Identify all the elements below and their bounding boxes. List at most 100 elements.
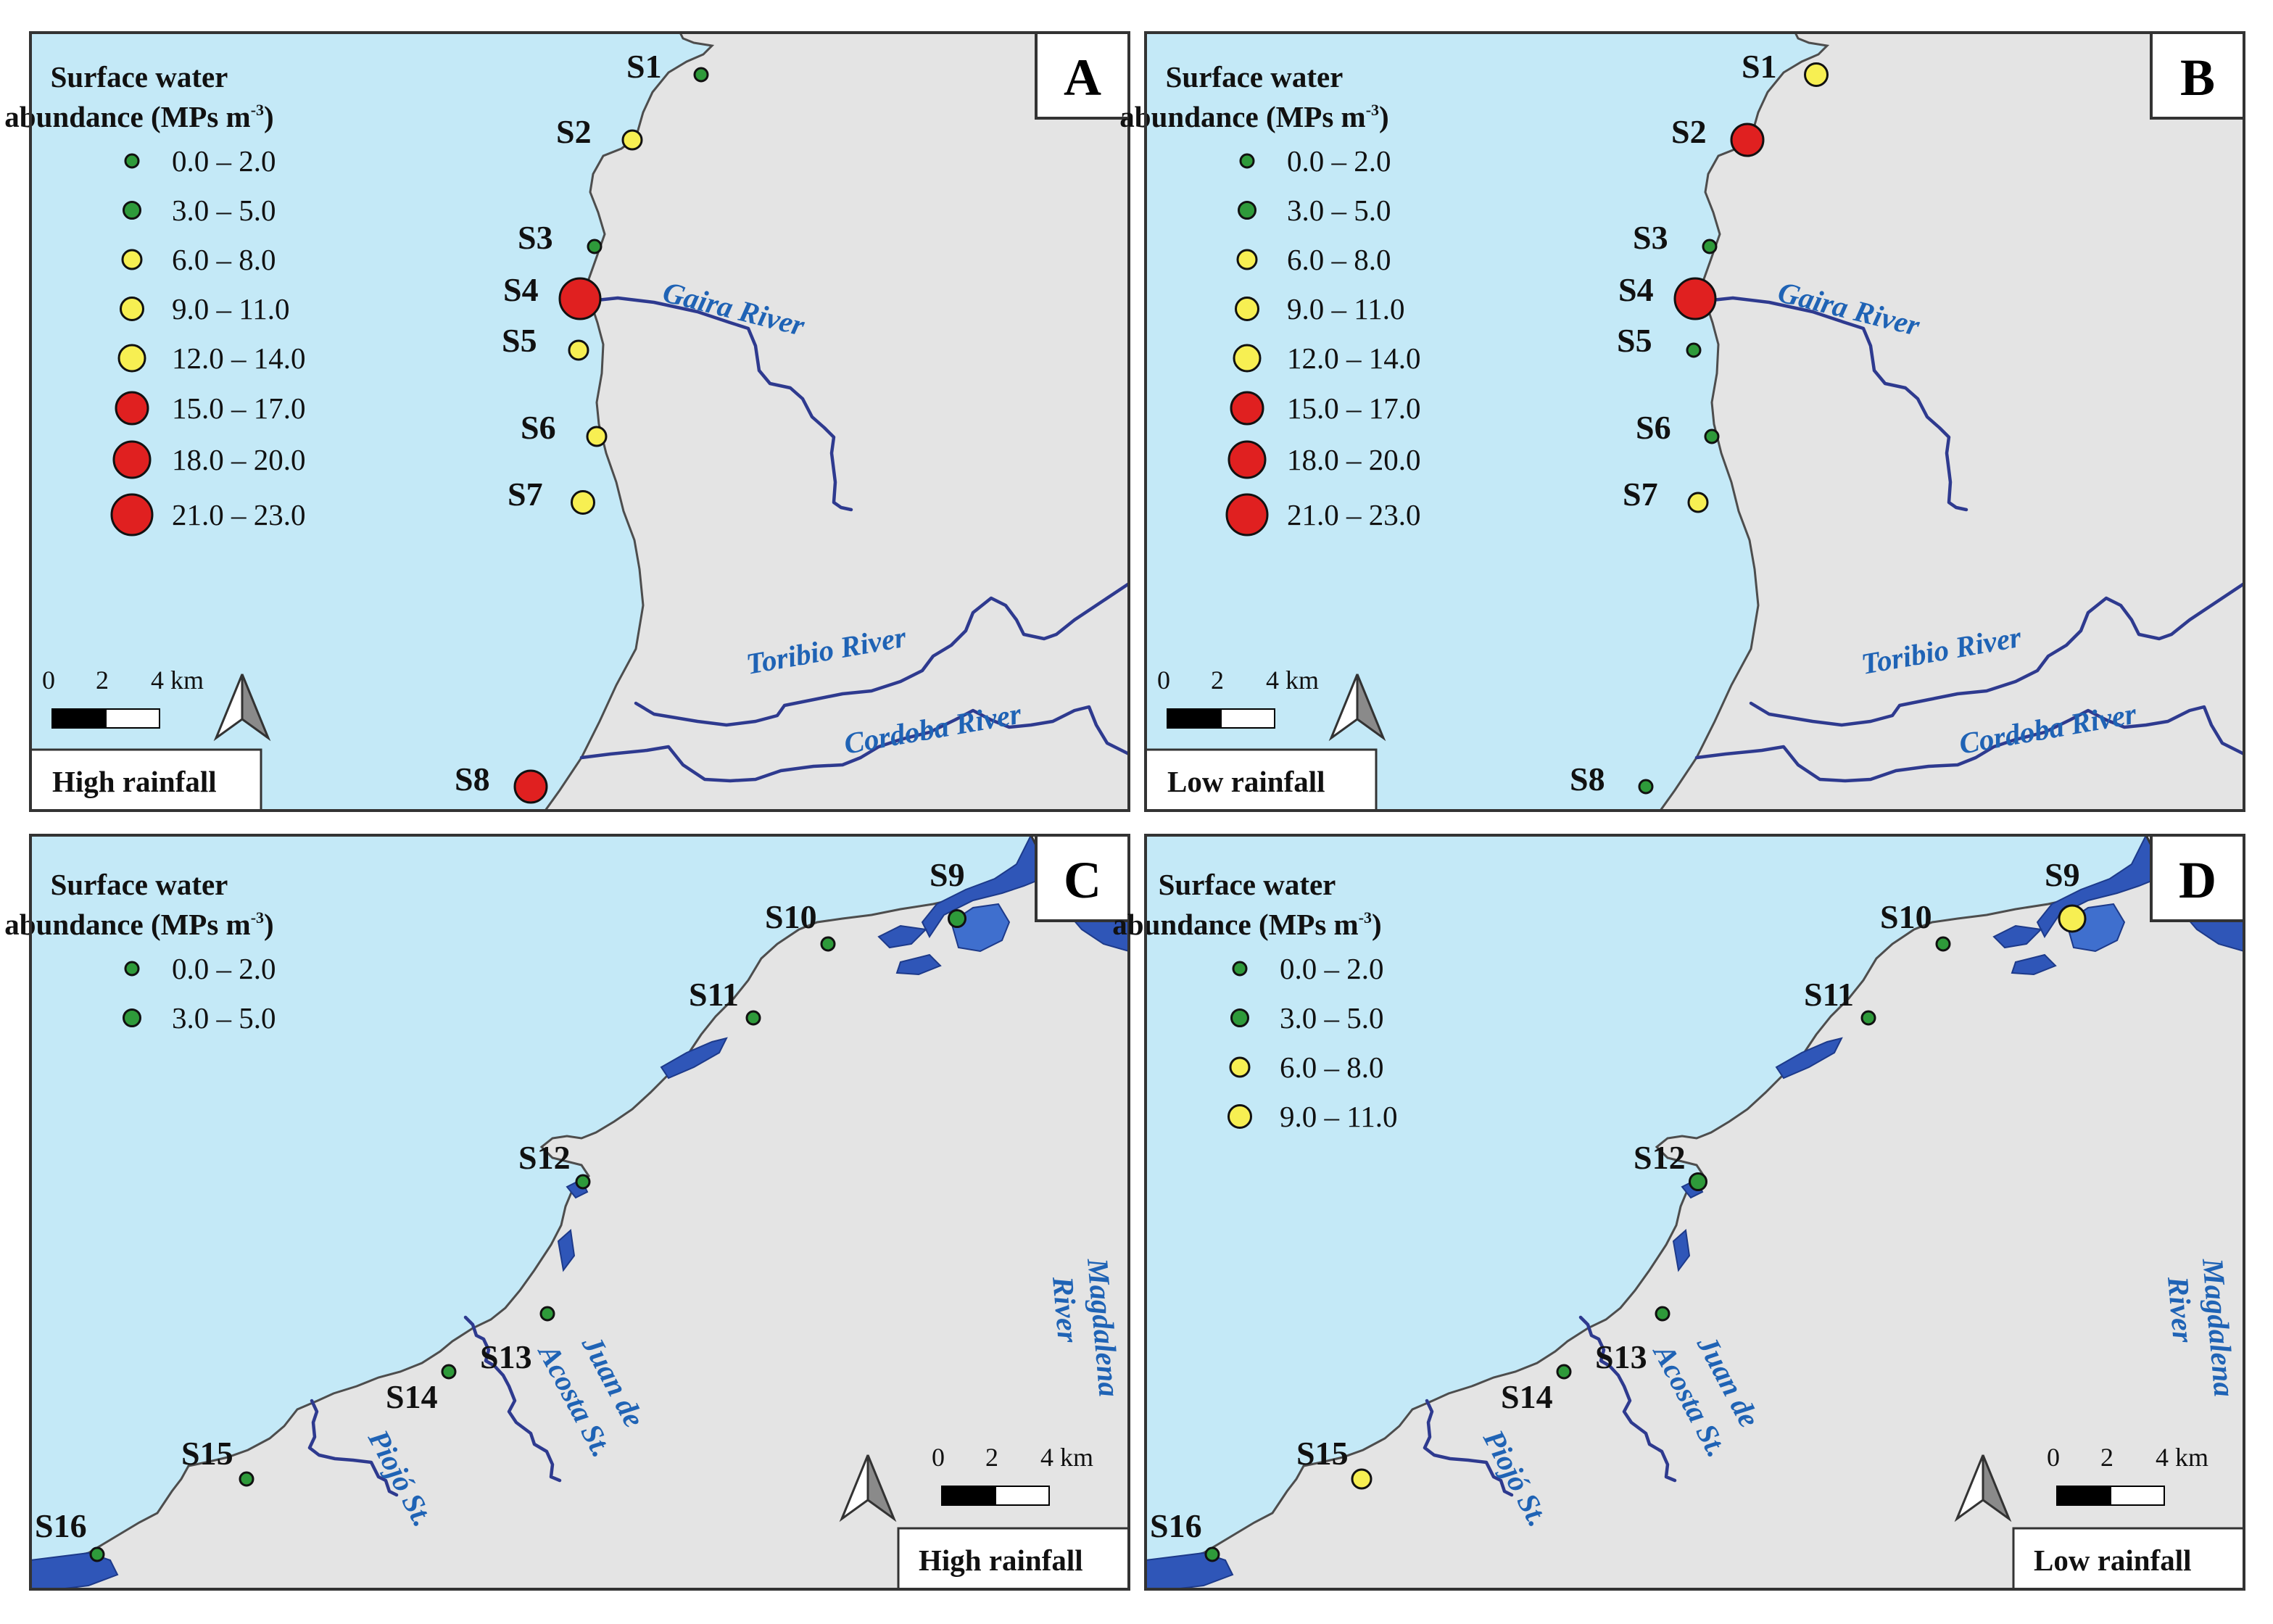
scale-label-0: 0 bbox=[932, 1443, 945, 1472]
site-label-s1: S1 bbox=[1742, 48, 1777, 85]
legend-label: 6.0 – 8.0 bbox=[172, 243, 276, 276]
site-marker-s10 bbox=[820, 936, 836, 952]
scale-label-2: 2 bbox=[985, 1443, 998, 1472]
site-label-s3: S3 bbox=[1633, 219, 1668, 256]
site-label-s2: S2 bbox=[1671, 113, 1707, 150]
site-label-s14: S14 bbox=[1501, 1378, 1553, 1415]
legend-label: 0.0 – 2.0 bbox=[172, 952, 276, 985]
site-label-s7: S7 bbox=[508, 476, 543, 513]
site-marker-s14 bbox=[1556, 1364, 1572, 1380]
scale-label-0: 0 bbox=[42, 666, 55, 695]
site-marker-s9 bbox=[948, 909, 966, 928]
lagoon-west bbox=[877, 924, 928, 949]
site-label-s13: S13 bbox=[480, 1338, 532, 1375]
legend-label: 6.0 – 8.0 bbox=[1287, 243, 1391, 276]
panel-letter: D bbox=[2179, 851, 2216, 909]
legend-label: 18.0 – 20.0 bbox=[172, 443, 306, 476]
scale-segment-white bbox=[1220, 708, 1275, 729]
site-marker-s2 bbox=[621, 129, 643, 151]
site-label-s15: S15 bbox=[181, 1435, 233, 1472]
lagoon-small bbox=[895, 953, 942, 976]
rainfall-label: High rainfall bbox=[919, 1544, 1083, 1577]
lagoon-west bbox=[1992, 924, 2043, 949]
legend-title: Surface water bbox=[1166, 60, 1343, 94]
legend-marker bbox=[1230, 391, 1264, 426]
land bbox=[1659, 33, 2244, 811]
legend-marker bbox=[123, 1008, 141, 1027]
site-marker-s15 bbox=[1351, 1468, 1373, 1490]
site-marker-s4 bbox=[558, 277, 602, 320]
site-marker-s1 bbox=[693, 67, 709, 83]
legend-marker bbox=[123, 201, 141, 220]
legend-label: 3.0 – 5.0 bbox=[1287, 194, 1391, 227]
rainfall-label: Low rainfall bbox=[2034, 1544, 2192, 1577]
panel-letter: B bbox=[2180, 49, 2215, 107]
site-label-s8: S8 bbox=[1570, 761, 1605, 798]
stream-piojo bbox=[307, 1399, 399, 1497]
river-toribio bbox=[1749, 581, 2244, 727]
river-toribio bbox=[634, 581, 1129, 727]
site-label-s6: S6 bbox=[521, 409, 556, 446]
legend-marker bbox=[1227, 1104, 1252, 1129]
legend-label: 21.0 – 23.0 bbox=[172, 498, 306, 531]
site-label-s6: S6 bbox=[1636, 409, 1671, 446]
scale-label-2: 2 bbox=[2100, 1443, 2113, 1472]
site-marker-s13 bbox=[1655, 1306, 1670, 1322]
legend-marker bbox=[1238, 201, 1256, 220]
lagoon-s16 bbox=[30, 1552, 119, 1589]
site-marker-s5 bbox=[1686, 342, 1702, 358]
site-label-s4: S4 bbox=[1618, 271, 1654, 308]
river-gaira bbox=[588, 296, 853, 512]
scale-label-2: 2 bbox=[96, 666, 109, 695]
site-label-s12: S12 bbox=[1634, 1139, 1686, 1176]
legend-marker bbox=[1236, 249, 1258, 270]
rainfall-label: High rainfall bbox=[52, 765, 217, 798]
site-marker-s12 bbox=[575, 1174, 591, 1190]
scale-segment-white bbox=[995, 1486, 1050, 1506]
legend-marker bbox=[121, 249, 143, 270]
panel-frame bbox=[1144, 31, 2245, 812]
scale-label-0: 0 bbox=[1157, 666, 1170, 695]
lagoon-s13 bbox=[1672, 1229, 1691, 1272]
legend-marker bbox=[120, 297, 144, 321]
legend-marker bbox=[1229, 1056, 1251, 1078]
river-cordoba bbox=[1694, 705, 2244, 783]
legend-label: 21.0 – 23.0 bbox=[1287, 498, 1421, 531]
north-arrow-icon bbox=[839, 1454, 897, 1522]
legend-label: 12.0 – 14.0 bbox=[172, 341, 306, 375]
scale-segment-black bbox=[51, 708, 107, 729]
site-label-s5: S5 bbox=[502, 322, 537, 359]
site-label-s10: S10 bbox=[765, 898, 817, 935]
legend-label: 9.0 – 11.0 bbox=[172, 292, 289, 326]
site-label-s9: S9 bbox=[930, 856, 965, 893]
site-marker-s5 bbox=[568, 339, 589, 361]
rainfall-box bbox=[1144, 748, 1378, 812]
river-label-river: River bbox=[1046, 1275, 1085, 1345]
site-label-s11: S11 bbox=[689, 976, 739, 1013]
legend-label: 9.0 – 11.0 bbox=[1287, 292, 1404, 326]
site-label-s3: S3 bbox=[518, 219, 553, 256]
legend-label: 15.0 – 17.0 bbox=[172, 392, 306, 425]
site-marker-s8 bbox=[1638, 779, 1654, 795]
legend-label: 12.0 – 14.0 bbox=[1287, 341, 1421, 375]
north-arrow-icon bbox=[1954, 1454, 2012, 1522]
legend-marker bbox=[1227, 440, 1267, 479]
site-label-s16: S16 bbox=[35, 1507, 87, 1544]
legend-marker bbox=[115, 391, 149, 426]
rainfall-label: Low rainfall bbox=[1167, 765, 1325, 798]
legend-label: 3.0 – 5.0 bbox=[1280, 1001, 1384, 1035]
legend-marker bbox=[112, 440, 152, 479]
legend-label: 6.0 – 8.0 bbox=[1280, 1051, 1384, 1084]
site-label-s9: S9 bbox=[2045, 856, 2080, 893]
site-label-s1: S1 bbox=[626, 48, 662, 85]
scale-label-4: 4 km bbox=[1266, 666, 1319, 695]
panel-frame bbox=[29, 31, 1130, 812]
